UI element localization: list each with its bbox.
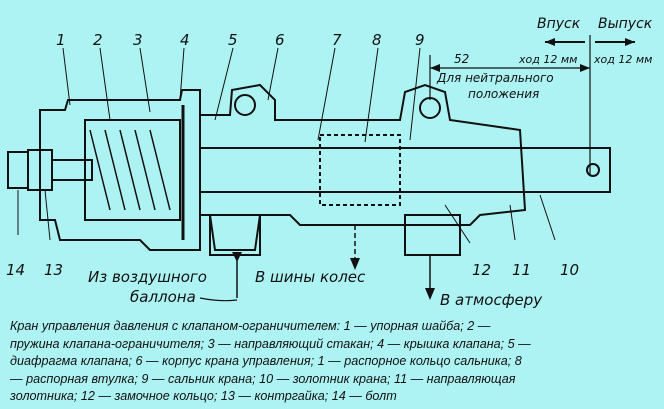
dimension-label: 52 [454,52,469,66]
to-atmosphere-label: В атмосферу [440,291,543,309]
part-number: 13 [44,261,63,279]
to-tires-label: В шины колес [255,268,366,286]
neutral-label: положения [468,87,539,101]
part-number: 8 [372,31,382,49]
part-number: 5 [228,31,238,49]
bolt [7,151,29,189]
stroke-out-label: ход 12 мм [593,53,652,66]
from-tank-label: Из воздушного [88,268,207,286]
part-number: 10 [560,261,579,279]
stroke-in-label: ход 12 мм [518,53,577,66]
part-number: 1 [56,31,66,49]
spacer-sleeve [319,134,401,206]
valve-diagram: 1 2 3 4 5 6 7 8 9 14 13 12 11 10 Впуск В… [6,16,653,309]
valve-body [199,83,527,251]
part-number: 6 [275,31,285,49]
figure-caption: Кран управления давления с клапаном-огра… [10,318,660,406]
atmosphere-port [404,214,461,256]
part-number: 2 [93,31,103,49]
caption-line: диафрагма клапана; 6 — корпус крана упра… [10,354,522,369]
neutral-label: Для нейтрального [436,71,554,85]
limiter-spring [89,129,171,211]
part-number: 9 [415,31,425,49]
valve-cap [39,89,201,251]
inlet-label: Впуск [537,16,581,32]
part-number: 12 [472,261,491,279]
part-number: 4 [180,31,190,49]
part-number: 11 [512,261,531,279]
caption-line: пружина клапана-ограничителя; 3 — направ… [10,336,531,351]
caption-line: золотника; 12 — замочное кольцо; 13 — ко… [10,389,397,404]
outlet-label: Выпуск [598,16,653,32]
from-tank-label: баллона [130,288,196,306]
spool [199,147,611,193]
part-number: 14 [6,261,25,279]
part-number: 3 [133,31,143,49]
caption-line: Кран управления давления с клапаном-огра… [10,319,491,333]
caption-line: — распорная втулка; 9 — сальник крана; 1… [10,371,516,386]
part-number: 7 [332,31,342,49]
guide-cup [84,119,181,221]
